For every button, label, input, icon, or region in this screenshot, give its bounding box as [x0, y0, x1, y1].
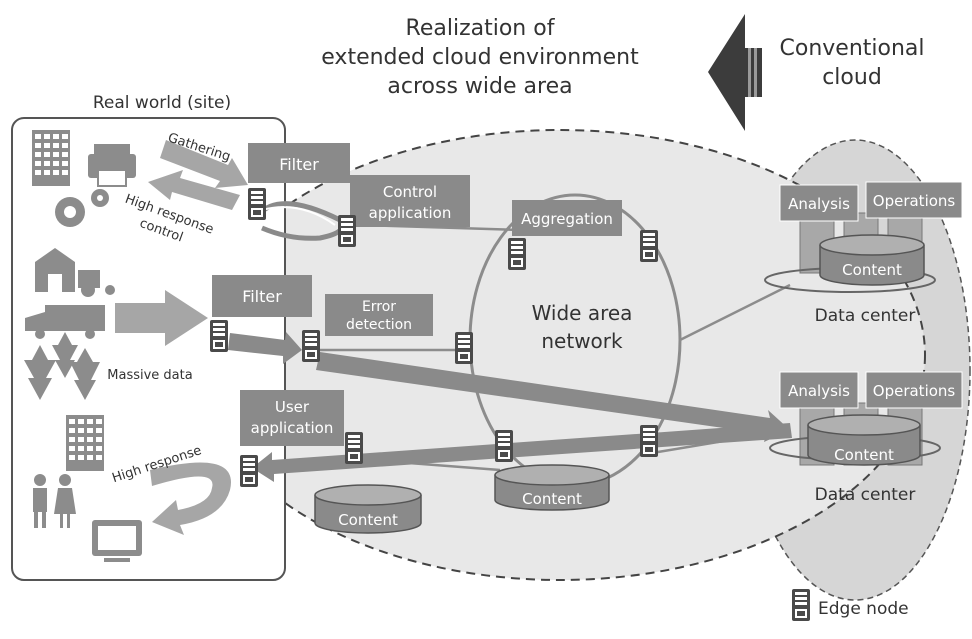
dc1-content-db: [819, 234, 925, 286]
user-application-box: User application: [240, 390, 344, 446]
office-building-icon: [66, 415, 104, 471]
content-db-center: [494, 464, 610, 511]
people-icon: [33, 474, 76, 528]
edge-node-aggregation: [508, 238, 526, 270]
printer-icon: [88, 144, 136, 187]
high-response-arrow: [150, 462, 231, 535]
dc2-content-label: Content: [834, 446, 894, 464]
data-center-label-1: Data center: [815, 306, 916, 326]
content-center-label: Content: [522, 490, 582, 508]
content-db-left: [314, 484, 422, 534]
edge-node-control: [338, 215, 356, 247]
error-detection-line2: detection: [346, 317, 412, 333]
filter-label-top: Filter: [279, 155, 319, 174]
filter-box-top: Filter: [248, 143, 350, 183]
dc2-content-db: [807, 414, 921, 466]
massive-data-label: Massive data: [107, 368, 192, 383]
extended-cloud: [194, 129, 926, 581]
analysis-box-2: Analysis: [779, 371, 859, 409]
control-arrow: [148, 170, 240, 210]
operations-box-2: Operations: [865, 371, 963, 409]
monitor-icon: [92, 520, 142, 562]
error-detection-line1: Error: [362, 299, 396, 315]
operations-label-2: Operations: [873, 382, 956, 400]
operations-box-1: Operations: [865, 181, 963, 219]
conventional-line1: Conventional: [780, 36, 925, 61]
gathering-arrow: [160, 140, 248, 188]
edge-node-legend-label: Edge node: [818, 599, 909, 619]
gear-icon: [55, 189, 109, 227]
title-line1: Realization of: [406, 16, 556, 41]
control-app-line1: Control: [383, 183, 437, 201]
conventional-arrow: [708, 14, 762, 131]
error-to-dc-arrow: [316, 352, 790, 442]
analysis-label-2: Analysis: [788, 382, 850, 400]
truck-icon: [25, 305, 105, 339]
dc1-content-label: Content: [842, 261, 902, 279]
aggregation-box: Aggregation: [512, 200, 622, 236]
edge-node-error: [302, 330, 320, 362]
analysis-box-1: Analysis: [779, 184, 859, 222]
title-line3: across wide area: [387, 74, 572, 99]
data-center-label-2: Data center: [815, 485, 916, 505]
control-application-box: Control application: [350, 175, 470, 227]
edge-node-network-left: [455, 332, 473, 364]
title-line2: extended cloud environment: [321, 45, 639, 70]
error-detection-box: Error detection: [325, 294, 433, 336]
edge-node-bottom-center: [495, 430, 513, 462]
edge-node-filter-top: [248, 188, 266, 220]
real-world-label: Real world (site): [93, 93, 231, 113]
edge-node-top-right: [640, 230, 658, 262]
edge-node-filter-mid: [210, 320, 228, 352]
user-app-line1: User: [275, 398, 310, 416]
analysis-label-1: Analysis: [788, 195, 850, 213]
control-app-line2: application: [369, 204, 452, 222]
edge-node-user-app: [345, 432, 363, 464]
operations-label-1: Operations: [873, 192, 956, 210]
building-icon: [32, 130, 70, 186]
network-line2: network: [541, 329, 623, 353]
trees-icon: [24, 332, 100, 400]
network-line1: Wide area: [532, 301, 633, 325]
massive-data-arrow: [115, 290, 208, 346]
edge-node-bottom-right: [640, 425, 658, 457]
control-loop-inner: [261, 206, 336, 226]
filter-label-mid: Filter: [242, 287, 282, 306]
filter-to-error-arrow: [228, 332, 302, 364]
filter-box-mid: Filter: [212, 275, 312, 317]
user-app-line2: application: [251, 419, 334, 437]
content-left-label: Content: [338, 511, 398, 529]
edge-node-legend-icon: [792, 589, 810, 621]
edge-node-user: [240, 455, 258, 487]
barn-icon: [35, 248, 115, 297]
aggregation-label: Aggregation: [521, 210, 613, 228]
conventional-line2: cloud: [822, 65, 882, 90]
